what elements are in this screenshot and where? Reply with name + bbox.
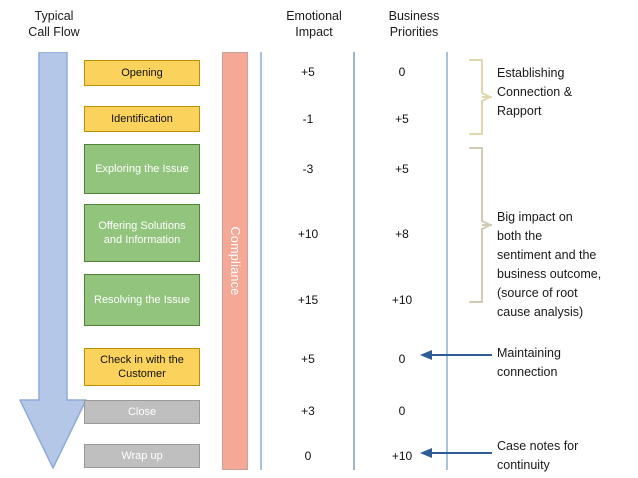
emotional-value-opening: +5 bbox=[301, 65, 315, 79]
business-value-opening: 0 bbox=[398, 65, 406, 79]
stage-box-close[interactable]: Close bbox=[84, 400, 200, 424]
leader-arrow-case-notes bbox=[420, 446, 492, 460]
divider-line-left bbox=[260, 52, 262, 470]
business-value-check-in: 0 bbox=[398, 352, 406, 366]
emotional-value-wrap-up: 0 bbox=[304, 449, 312, 463]
divider-line-middle bbox=[353, 52, 355, 470]
business-value-resolving: +10 bbox=[391, 293, 413, 307]
annotation-maintaining-connection: Maintaining connection bbox=[497, 346, 561, 379]
header-business-priorities: Business Priorities bbox=[388, 9, 440, 39]
stage-label: Opening bbox=[121, 67, 163, 79]
stage-label: Close bbox=[127, 406, 157, 418]
business-value-exploring: +5 bbox=[395, 162, 409, 176]
stage-box-identification[interactable]: Identification bbox=[84, 106, 200, 132]
business-value-offering-solutions: +8 bbox=[395, 227, 409, 241]
header-emotional-impact: Emotional Impact bbox=[286, 9, 342, 39]
header-typical-call-flow: Typical Call Flow bbox=[28, 9, 80, 39]
divider-line-right bbox=[446, 52, 448, 470]
stage-label: Check in with the Customer bbox=[100, 354, 184, 380]
bracket-big-impact bbox=[456, 146, 492, 304]
business-value-wrap-up: +10 bbox=[391, 449, 413, 463]
business-value-identification: +5 bbox=[395, 112, 409, 126]
stage-box-check-in-with-customer[interactable]: Check in with the Customer bbox=[84, 348, 200, 386]
compliance-label: Compliance bbox=[228, 226, 242, 296]
stage-box-exploring-the-issue[interactable]: Exploring the Issue bbox=[84, 144, 200, 194]
emotional-value-resolving: +15 bbox=[297, 293, 319, 307]
call-flow-down-arrow-icon bbox=[16, 51, 90, 470]
emotional-value-close: +3 bbox=[301, 404, 315, 418]
emotional-value-check-in: +5 bbox=[301, 352, 315, 366]
bracket-establishing-connection bbox=[456, 58, 492, 136]
emotional-value-exploring: -3 bbox=[302, 162, 314, 176]
annotation-big-impact: Big impact on both the sentiment and the… bbox=[497, 210, 602, 319]
stage-box-resolving-the-issue[interactable]: Resolving the Issue bbox=[84, 274, 200, 326]
stage-box-wrap-up[interactable]: Wrap up bbox=[84, 444, 200, 468]
stage-label: Resolving the Issue bbox=[94, 294, 190, 306]
stage-label: Offering Solutions and Information bbox=[98, 220, 186, 246]
stage-label: Identification bbox=[111, 113, 173, 125]
emotional-value-identification: -1 bbox=[302, 112, 314, 126]
annotation-case-notes: Case notes for continuity bbox=[497, 439, 579, 472]
emotional-value-offering-solutions: +10 bbox=[297, 227, 319, 241]
business-value-close: 0 bbox=[398, 404, 406, 418]
stage-label: Exploring the Issue bbox=[95, 163, 189, 175]
annotation-establishing-connection: Establishing Connection & Rapport bbox=[497, 66, 573, 118]
leader-arrow-maintaining-connection bbox=[420, 348, 492, 362]
compliance-bar: Compliance bbox=[222, 52, 248, 470]
stage-box-offering-solutions[interactable]: Offering Solutions and Information bbox=[84, 204, 200, 262]
stage-box-opening[interactable]: Opening bbox=[84, 60, 200, 86]
stage-label: Wrap up bbox=[121, 450, 163, 462]
